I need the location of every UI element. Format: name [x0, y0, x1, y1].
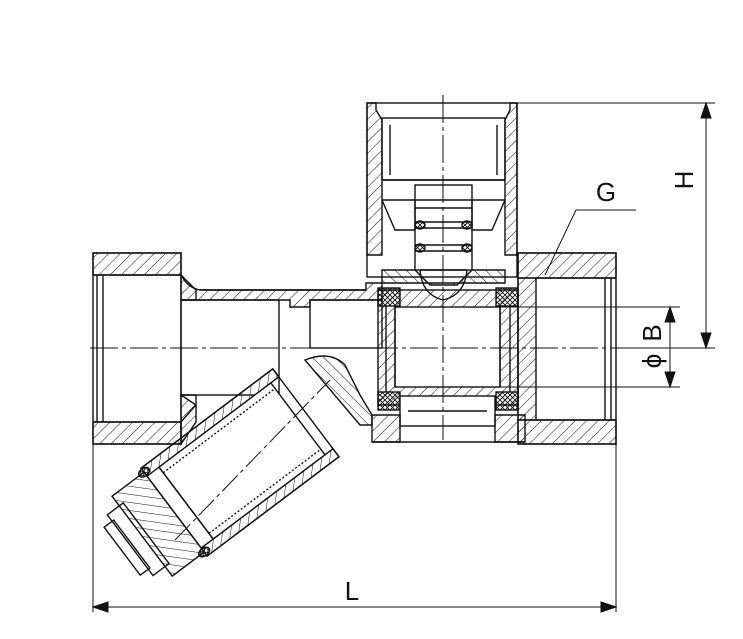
- length-dimension: [91, 444, 618, 613]
- bore-symbol-label: ϕ: [637, 354, 667, 369]
- height-dimension: [517, 101, 715, 350]
- thread-label: G: [596, 177, 616, 207]
- top-bonnet: [366, 102, 518, 301]
- ball-cartridge: [371, 287, 526, 443]
- length-label: L: [345, 576, 359, 606]
- centerlines: [90, 95, 710, 541]
- height-label: H: [669, 171, 699, 190]
- thread-leader: [544, 209, 636, 276]
- bore-dimension: [500, 305, 680, 389]
- strainer-branch: [103, 367, 340, 578]
- bore-label: B: [637, 324, 667, 341]
